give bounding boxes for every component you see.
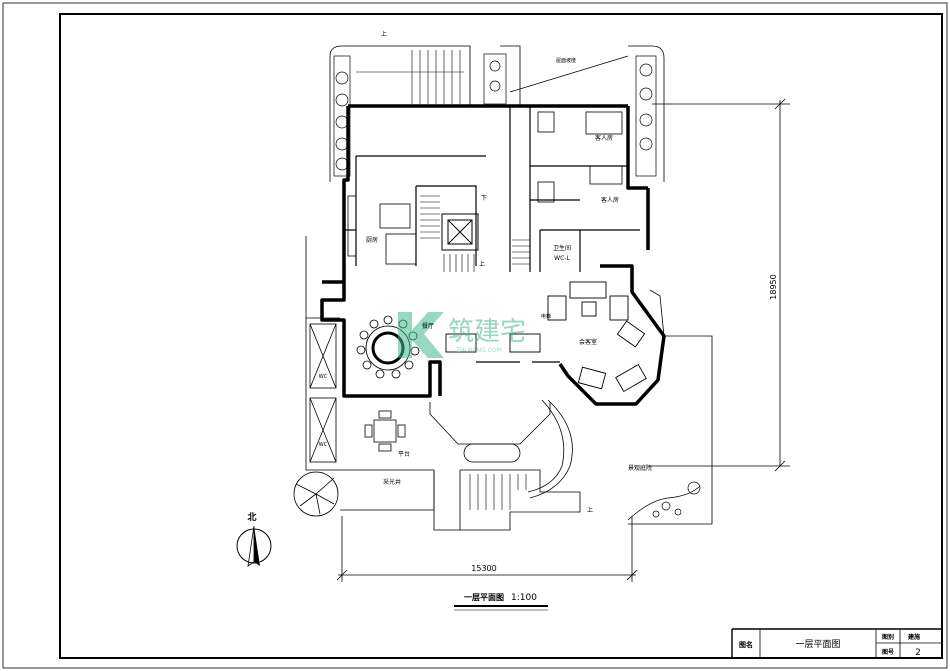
watermark-text: 筑建宅 — [448, 317, 526, 347]
right-planter — [483, 53, 657, 177]
top-stair — [356, 50, 464, 104]
north-label: 北 — [247, 511, 256, 523]
room-living: 会客室 — [579, 338, 597, 346]
roof-note-leader — [509, 55, 629, 93]
room-kitchen: 厨房 — [366, 236, 378, 244]
room-dining: 餐厅 — [422, 322, 434, 330]
sheet-inner-frame — [59, 13, 943, 659]
lower-stair — [469, 474, 527, 510]
wc-boxes — [309, 323, 337, 463]
exterior-walls — [320, 104, 666, 406]
lower-entrance — [429, 399, 581, 531]
stair-up-lift: 上 — [479, 260, 485, 268]
dim-height-label: 18950 — [769, 274, 778, 299]
kitchen-furniture — [347, 195, 417, 265]
platform-table — [364, 410, 406, 452]
watermark-logo — [398, 312, 444, 358]
wc-label-1: WC — [319, 374, 328, 380]
room-lift-label: 电梯 — [541, 313, 551, 320]
stair-down-lift: 下 — [481, 195, 487, 202]
lift-shaft — [441, 213, 479, 251]
dim-width-label: 15300 — [471, 564, 496, 573]
tb-name-label: 图名 — [739, 640, 753, 649]
watermark-subtext: ZHUJIANG.COM — [456, 347, 502, 354]
terrace-outlines — [305, 45, 713, 531]
room-sunlight: 采光井 — [383, 478, 401, 486]
room-guest-1: 客人房 — [595, 134, 613, 142]
guest-beds — [537, 111, 623, 203]
dimension-height — [648, 98, 790, 472]
stair-up-bottom: 上 — [587, 506, 593, 514]
tb-name-value: 一层平面图 — [795, 639, 840, 650]
tb-number-label: 图号 — [882, 648, 894, 656]
stair-up-top: 上 — [381, 30, 387, 38]
room-garden: 景观庭院 — [628, 464, 652, 472]
wc-label-2: WC — [319, 442, 328, 448]
main-stair — [420, 195, 530, 272]
plan-title: 一层平面图 — [464, 593, 504, 602]
north-arrow — [236, 525, 272, 567]
living-sofas — [445, 281, 647, 393]
tb-number-value: 2 — [915, 648, 921, 658]
tb-drawing-value: 建施 — [908, 633, 920, 641]
plan-scale: 1:100 — [511, 593, 537, 603]
title-block — [731, 628, 942, 658]
dimension-width — [336, 516, 638, 582]
left-planter — [333, 55, 351, 177]
garden-features — [627, 481, 701, 521]
room-platform: 平台 — [398, 450, 410, 458]
room-toilet-code: WC-L — [554, 255, 570, 262]
room-toilet: 卫生间 — [553, 244, 571, 252]
tree-symbol — [293, 471, 339, 517]
roof-note: 屋面坡度 — [556, 57, 576, 64]
room-guest-2: 客人房 — [601, 196, 619, 204]
tb-drawing-label: 图别 — [882, 633, 894, 641]
